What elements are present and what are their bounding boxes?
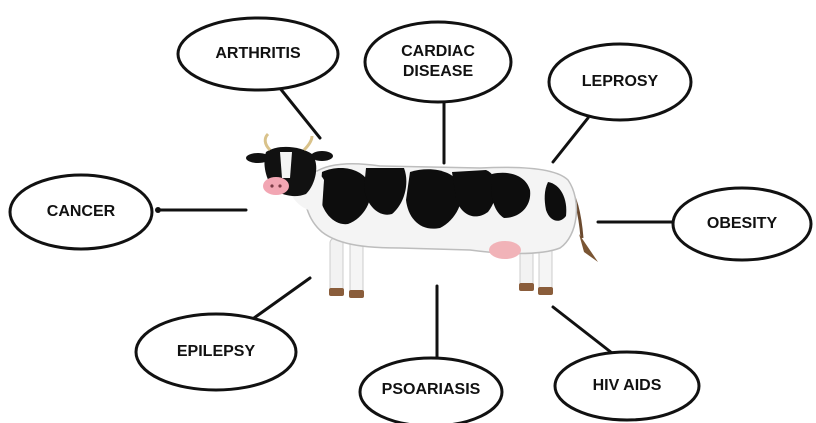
node-label-leprosy: LEPROSY [549, 44, 691, 120]
node-label-cancer: CANCER [10, 175, 152, 249]
cancer-arrow-dot [155, 207, 161, 213]
node-label-epilepsy: EPILEPSY [136, 314, 296, 390]
node-label-hiv-aids: HIV AIDS [555, 352, 699, 420]
connector-epilepsy [254, 278, 310, 318]
connector-hiv-aids [553, 307, 612, 353]
connector-leprosy [553, 118, 588, 162]
node-label-cardiac-disease: CARDIAC DISEASE [365, 22, 511, 102]
node-label-arthritis: ARTHRITIS [178, 18, 338, 90]
connector-arthritis [275, 82, 320, 138]
node-label-obesity: OBESITY [673, 188, 811, 260]
node-label-psoariasis: PSOARIASIS [360, 358, 502, 422]
cow-icon [246, 134, 598, 298]
